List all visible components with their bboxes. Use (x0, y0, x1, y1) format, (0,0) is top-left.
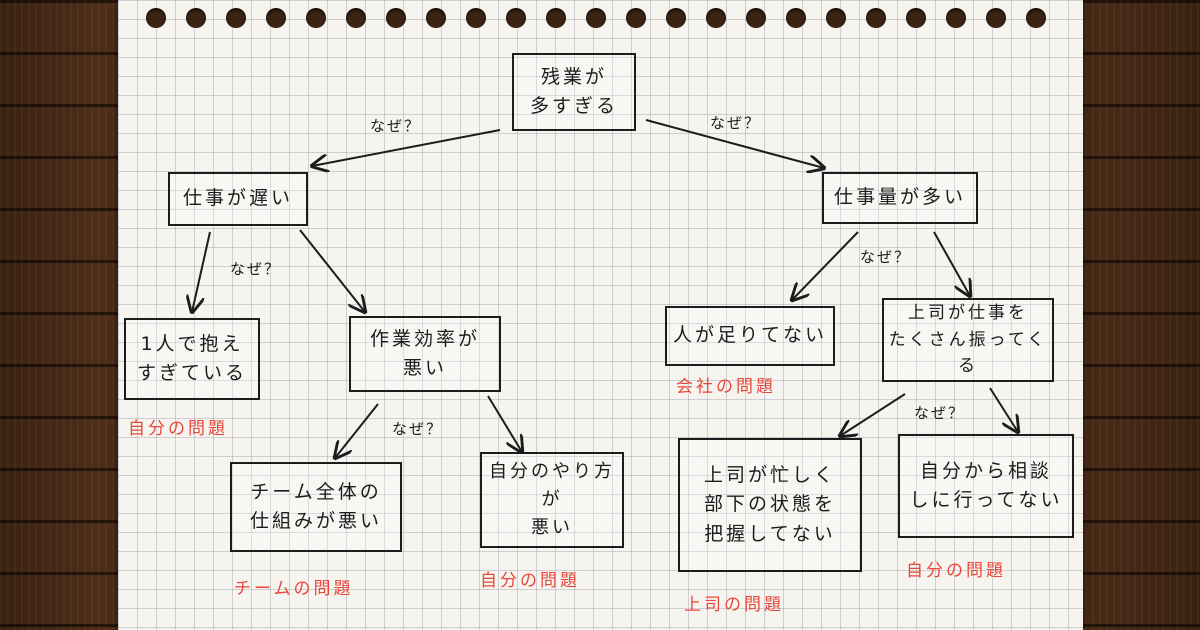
left-child-2-line2: 悪い (402, 357, 447, 379)
left-child-2-node: 作業効率が 悪い (349, 316, 501, 392)
arrow-eff-a (335, 403, 379, 458)
hole-icon (426, 8, 446, 28)
left-child-1-node: 1人で抱え すぎている (124, 318, 260, 400)
right-child-2b-node: 自分から相談 しに行ってない (898, 434, 1074, 538)
why-label: なぜ？ (370, 117, 422, 135)
left-child-2a-node: チーム全体の 仕組みが悪い (230, 462, 402, 552)
left-child-1-tag: 自分の問題 (128, 419, 228, 439)
left-child-2b-tag: 自分の問題 (480, 571, 580, 591)
right-child-1-label: 人が足りてない (672, 324, 827, 347)
arrow-boss-b (989, 387, 1018, 432)
right-child-2b-line2: しに行ってない (909, 489, 1063, 511)
hole-icon (626, 8, 646, 28)
why-label: なぜ？ (230, 260, 282, 278)
right-child-2a-line3: 把握してない (704, 522, 836, 545)
arrow-left-child1 (192, 231, 211, 312)
why-label: なぜ？ (392, 420, 444, 438)
hole-icon (906, 8, 926, 28)
arrow-right-child1 (792, 231, 859, 300)
left-node: 仕事が遅い (168, 172, 308, 226)
arrow-boss-a (840, 393, 906, 436)
left-child-2a-tag: チームの問題 (234, 579, 354, 599)
hole-icon (866, 8, 886, 28)
right-child-1-tag: 会社の問題 (676, 377, 776, 397)
why-label: なぜ？ (860, 248, 912, 266)
arrow-eff-b (487, 395, 522, 452)
arrow-right-child2 (933, 231, 970, 296)
grid-paper (118, 0, 1083, 630)
hole-icon (266, 8, 286, 28)
hole-icon (946, 8, 966, 28)
hole-icon (1026, 8, 1046, 28)
root-line2: 多すぎる (529, 95, 618, 117)
left-child-1-line2: すぎている (136, 362, 247, 384)
right-child-2-node: 上司が仕事を たくさん振ってくる (882, 298, 1054, 382)
hole-icon (546, 8, 566, 28)
hole-icon (586, 8, 606, 28)
hole-icon (386, 8, 406, 28)
arrow-left-child2 (299, 229, 365, 312)
right-node: 仕事量が多い (822, 172, 978, 224)
right-child-2a-line2: 部下の状態を (703, 493, 836, 516)
hole-icon (826, 8, 846, 28)
why-label: なぜ？ (914, 404, 966, 422)
hole-icon (666, 8, 686, 28)
left-label: 仕事が遅い (182, 187, 293, 210)
hole-icon (746, 8, 766, 28)
right-child-2a-line1: 上司が忙しく (703, 463, 836, 486)
left-child-1-line1: 1人で抱え (140, 332, 244, 355)
arrow-root-left (312, 129, 501, 166)
root-line1: 残業が (540, 65, 607, 88)
left-child-2-line1: 作業効率が (369, 327, 480, 350)
left-child-2a-line1: チーム全体の (250, 480, 382, 503)
why-label: なぜ？ (710, 114, 762, 132)
left-child-2b-node: 自分のやり方が 悪い (480, 452, 624, 548)
right-child-2b-line1: 自分から相談 (919, 459, 1052, 482)
right-child-2-line2: たくさん振ってくる (888, 329, 1048, 377)
hole-icon (786, 8, 806, 28)
hole-icon (186, 8, 206, 28)
hole-icon (226, 8, 246, 28)
hole-icon (466, 8, 486, 28)
right-label: 仕事量が多い (833, 186, 966, 209)
left-child-2b-line1: 自分のやり方が (489, 461, 615, 511)
left-child-2a-line2: 仕組みが悪い (249, 510, 382, 532)
hole-icon (346, 8, 366, 28)
root-node: 残業が 多すぎる (512, 53, 636, 131)
hole-icon (986, 8, 1006, 28)
right-child-2b-tag: 自分の問題 (906, 561, 1006, 581)
right-child-1-node: 人が足りてない (665, 306, 835, 366)
arrow-root-right (645, 119, 824, 168)
hole-icon (506, 8, 526, 28)
left-child-2b-line2: 悪い (531, 516, 573, 538)
hole-icon (706, 8, 726, 28)
right-child-2-line1: 上司が仕事を (908, 303, 1028, 324)
hole-icon (146, 8, 166, 28)
right-child-2a-tag: 上司の問題 (684, 595, 784, 615)
right-child-2a-node: 上司が忙しく 部下の状態を 把握してない (678, 438, 862, 572)
hole-icon (306, 8, 326, 28)
